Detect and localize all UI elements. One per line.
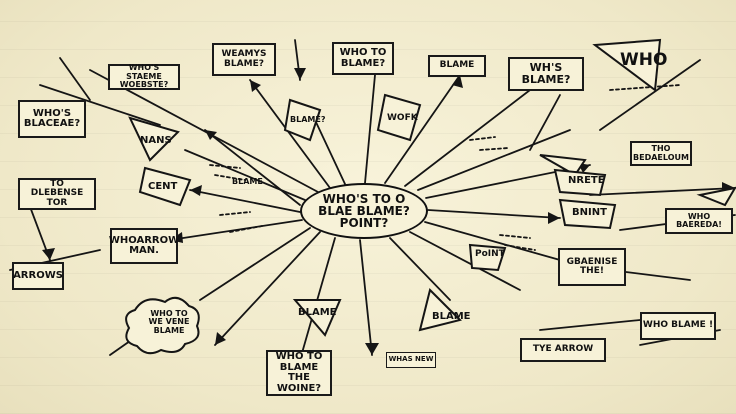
arrow: [89, 69, 319, 193]
note-box-right-1: THO BEDAELOUM: [630, 141, 692, 166]
arrow: [427, 209, 561, 219]
arrow: [214, 231, 321, 346]
arrow: [39, 84, 161, 126]
arrow: [599, 59, 701, 131]
triangle-pointer: [376, 93, 422, 142]
triangle-pointer: [468, 243, 507, 272]
triangle-pointer: [138, 166, 192, 207]
arrow: [199, 227, 311, 301]
note-box-bottom-center: WHO TO BLAME THE WOINE?: [266, 350, 332, 396]
arrow: [314, 119, 346, 185]
triangle-pointer: [558, 198, 617, 230]
note-box-left-2: WHO'S BLACEAE?: [18, 100, 86, 138]
note-box-top-right-2: WH'S BLAME?: [508, 57, 584, 91]
arrow: [59, 57, 91, 101]
center-oval: WHO'S TO O BLAE BLAME? POINT?: [300, 183, 428, 239]
arrow: [359, 239, 373, 356]
triangle-pointer: [283, 98, 322, 142]
word-point: PoINT: [475, 249, 505, 259]
cloud-shape: [125, 296, 200, 355]
note-who-large: WHO: [620, 50, 668, 70]
arrow: [539, 319, 641, 331]
note-box-left-1: WHO'S STAEME WOEBSTE?: [108, 64, 180, 90]
center-question: WHO'S TO O BLAE BLAME? POINT?: [318, 192, 410, 230]
word-blame-bottom-2: BLAME: [432, 311, 471, 322]
note-box-right-4: WHO BLAME !: [640, 312, 716, 340]
arrow: [409, 231, 521, 291]
arrow: [364, 74, 376, 184]
arrow: [404, 89, 531, 187]
note-box-top-right-1: BLAME: [428, 55, 486, 77]
word-blame-mid: BLAME: [232, 177, 263, 186]
arrow: [529, 94, 561, 151]
note-box-top-center: WHO TO BLAME?: [332, 42, 394, 75]
word-blame-small: BLAME?: [290, 115, 326, 124]
note-box-top-left: WEAMYS BLAME?: [212, 43, 276, 76]
arrow: [589, 187, 736, 196]
arrow: [417, 129, 571, 191]
note-box-right-2: WHO BAEREDA!: [665, 208, 733, 234]
word-wofk: WOFK: [387, 113, 418, 123]
arrow: [184, 149, 306, 201]
triangle-pointer: [292, 299, 342, 337]
arrow: [389, 237, 451, 301]
note-box-arrows: ARROWS: [12, 262, 64, 290]
word-nrete: NRETE: [568, 175, 605, 186]
note-box-small-bottom: WHAS NEW: [386, 352, 436, 368]
cloud-text: WHO TO WE VENE BLAME: [148, 309, 190, 335]
note-box-right-3: GBAENISE THE!: [558, 248, 626, 286]
arrow: [204, 129, 301, 206]
arrow: [424, 221, 561, 261]
triangle-pointer: [539, 154, 587, 177]
word-cent: CENT: [148, 181, 178, 192]
arrow: [384, 74, 461, 184]
word-bnint: BNINT: [572, 207, 607, 218]
triangle-pointer: [553, 168, 607, 197]
note-box-who-arrow: WHOARROW MAN.: [109, 228, 179, 264]
word-blame-bottom: BLAME: [298, 307, 337, 318]
note-box-left-3: TO DLEBENSE TOR: [18, 178, 96, 210]
arrow: [249, 79, 331, 189]
arrow: [189, 189, 301, 213]
triangle-pointer: [418, 288, 462, 332]
triangle-pointer: [696, 186, 736, 207]
word-nans: NANS: [140, 135, 172, 146]
triangle-pointer: [128, 116, 180, 162]
note-box-bottom-right: TYE ARROW: [520, 338, 606, 362]
triangle-pointer: [592, 38, 662, 92]
